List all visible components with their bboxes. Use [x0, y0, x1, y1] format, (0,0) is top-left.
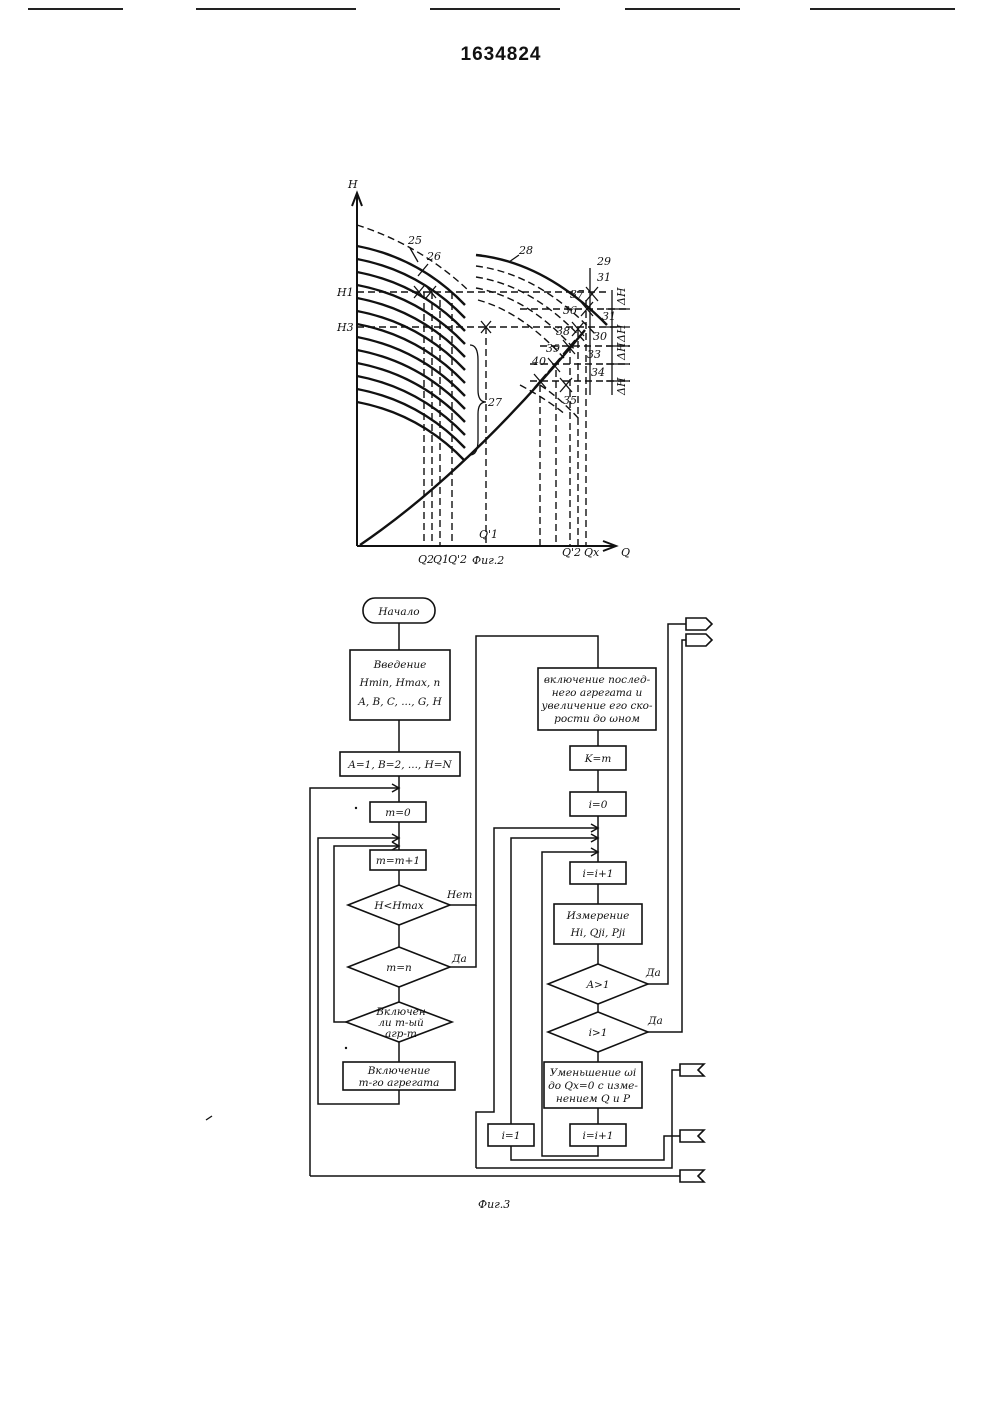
input-title: Введение [373, 659, 427, 671]
last-unit-1: включение послед- [544, 674, 651, 686]
assign-label: A=1, B=2, ..., H=N [347, 759, 452, 771]
k-assign-label: K=m [584, 753, 612, 765]
input-line-2: A, B, C, ..., G, H [357, 696, 442, 708]
reduce-1: Уменьшение ωi [550, 1067, 636, 1079]
last-unit-2: него агрегата и [552, 687, 643, 699]
last-unit-3: увеличение его ско- [540, 700, 652, 712]
connector-out-2 [686, 634, 712, 646]
connector-in-2 [680, 1130, 704, 1142]
i-incr-label: i=i+1 [583, 868, 614, 880]
turn-on-2: m-го агрегата [359, 1077, 440, 1089]
i-incr2-label: i=i+1 [583, 1130, 614, 1142]
branch-no-label: Нет [446, 889, 472, 901]
reduce-3: нением Q и P [556, 1093, 631, 1105]
connector-out-1 [686, 618, 712, 630]
branch-yes-label-2: Да [645, 967, 661, 979]
i-init-label: i=0 [589, 799, 608, 811]
decision-h-max-label: H<Hmax [373, 900, 423, 912]
connector-in-3 [680, 1170, 704, 1182]
measure-2: Hi, Qji, Pji [570, 927, 626, 939]
start-label: Начало [377, 606, 419, 618]
branch-yes-label-3: Да [647, 1015, 663, 1027]
last-unit-4: рости до ωном [554, 713, 640, 725]
input-line-1: Hmin, Hmax, n [359, 677, 441, 689]
i-one-label: i=1 [502, 1130, 521, 1142]
reduce-2: до Qx=0 с изме- [548, 1080, 638, 1092]
m-incr-label: m=m+1 [376, 855, 420, 867]
connector-in-1 [680, 1064, 704, 1076]
m-init-label: m=0 [385, 807, 411, 819]
decision-a-label: A>1 [585, 979, 609, 991]
loop-i-incr2 [542, 852, 598, 1156]
branch-yes-label-1: Да [451, 953, 467, 965]
loop-back-already-on [334, 846, 399, 1022]
decision-m-n-label: m=n [386, 962, 412, 974]
turn-on-1: Включение [367, 1065, 431, 1077]
decision-i-label: i>1 [589, 1027, 608, 1039]
measure-1: Измерение [566, 910, 630, 922]
figure-3-caption: Фиг.3 [478, 1198, 510, 1211]
decision-turned-on-3: агр-т [385, 1028, 417, 1040]
